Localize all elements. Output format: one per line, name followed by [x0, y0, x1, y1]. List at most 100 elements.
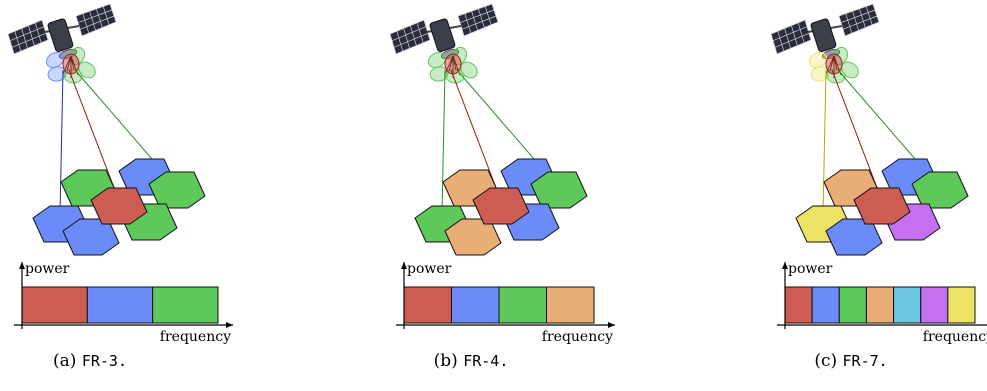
- spectrum-plot: power frequency: [777, 261, 987, 345]
- panel-grid-line: [11, 33, 47, 48]
- beam-line: [441, 69, 446, 215]
- beam-ray: [448, 55, 454, 72]
- panel-grid-line: [459, 9, 495, 23]
- panel-grid-line: [416, 22, 424, 43]
- hex-cell-grid: [32, 158, 206, 256]
- power-axis-arrow: [19, 262, 25, 269]
- caption-prefix: (a): [53, 351, 77, 371]
- beam-lobe: [841, 61, 859, 79]
- caption-code: FR-3.: [81, 352, 127, 370]
- beam-lobe: [427, 51, 447, 69]
- panel-grid-line: [410, 25, 417, 46]
- panel-grid-line: [852, 11, 859, 31]
- panel-grid-line: [478, 8, 485, 28]
- frequency-band: [784, 286, 813, 324]
- caption-prefix: (c): [814, 351, 838, 371]
- frequency-band: [893, 286, 922, 324]
- frequency-axis-label: frequency: [542, 329, 613, 345]
- solar-panel-left: [7, 19, 49, 55]
- hex-cell-center: [853, 187, 911, 225]
- frequency-axis-arrow: [226, 322, 233, 328]
- beam-ray: [66, 55, 72, 72]
- panel-grid-line: [9, 26, 45, 41]
- panel-grid-line: [391, 26, 427, 41]
- frequency-band: [865, 286, 895, 324]
- solar-panel-left: [770, 19, 812, 55]
- panel-grid-line: [89, 11, 96, 31]
- panel-grid-line: [461, 15, 497, 30]
- frequency-band: [811, 286, 840, 324]
- frequency-band: [498, 286, 547, 324]
- caption-code: FR-7.: [842, 352, 888, 370]
- panel-grid-line: [777, 31, 785, 52]
- hex-cell-bottom-left: [444, 218, 502, 256]
- power-axis-arrow: [401, 262, 407, 269]
- panel-grid-line: [21, 28, 28, 49]
- fr4-panel: power frequency: [382, 0, 711, 391]
- frequency-band: [152, 286, 219, 324]
- beam-ray: [833, 55, 838, 71]
- beam-lobe: [460, 61, 478, 79]
- beam-lobe: [47, 66, 67, 82]
- satellite-body: [47, 18, 74, 53]
- beam-ray: [70, 55, 75, 71]
- hex-cell-bottom-left: [62, 218, 120, 256]
- satellite-icon: [389, 3, 499, 60]
- caption-fr7: (c) FR-7.: [751, 351, 951, 371]
- beam-line: [59, 69, 64, 215]
- caption-fr4: (b) FR-4.: [371, 351, 571, 371]
- beam-ray: [62, 55, 72, 75]
- panel-grid-line: [791, 25, 798, 46]
- panel-grid-line: [396, 31, 404, 52]
- panel-grid-line: [797, 22, 805, 43]
- panel-grid-line: [845, 13, 853, 34]
- beam-ray: [444, 55, 454, 75]
- fr7-panel: power frequency: [763, 0, 987, 391]
- power-axis-arrow: [782, 262, 788, 269]
- beam-lobe: [45, 51, 65, 69]
- power-axis-label: power: [407, 261, 452, 277]
- hex-cell-grid: [414, 158, 588, 256]
- panel-grid-line: [471, 11, 478, 31]
- spectrum-plot: power frequency: [396, 261, 615, 345]
- frequency-band: [546, 286, 595, 324]
- solar-panel-left: [389, 19, 431, 55]
- beam-lobe: [810, 66, 830, 82]
- panel-grid-line: [14, 31, 22, 52]
- caption-code: FR-4.: [463, 352, 509, 370]
- solar-panel-right: [457, 3, 499, 37]
- panel-grid-line: [484, 6, 492, 25]
- beam-lobes: [427, 46, 478, 84]
- frequency-band: [947, 286, 976, 324]
- panel-grid-line: [28, 25, 35, 46]
- frequency-band: [403, 286, 452, 324]
- panel-grid-line: [784, 28, 791, 49]
- beam-line: [822, 69, 827, 215]
- frequency-band: [451, 286, 500, 324]
- frequency-axis-label: frequency: [923, 329, 987, 345]
- panel-grid-line: [102, 6, 110, 25]
- panel-grid-line: [840, 9, 876, 23]
- solar-panel-right: [75, 3, 117, 37]
- panel-grid-line: [859, 8, 866, 28]
- caption-prefix: (b): [433, 351, 458, 371]
- frequency-band: [920, 286, 949, 324]
- panel-grid-line: [96, 8, 103, 28]
- hex-cell-bottom-left: [825, 218, 883, 256]
- panel-grid-line: [774, 33, 810, 48]
- panel-grid-line: [79, 15, 115, 30]
- beam-lobe: [429, 66, 449, 82]
- panel-grid-line: [34, 22, 42, 43]
- frequency-band: [86, 286, 154, 324]
- satellite-icon: [7, 3, 117, 60]
- power-axis-label: power: [788, 261, 833, 277]
- caption-fr3: (a) FR-3.: [0, 351, 190, 371]
- hex-cell-center: [472, 187, 530, 225]
- frequency-band: [838, 286, 867, 324]
- satellite-body: [810, 18, 837, 53]
- panel-grid-line: [772, 26, 808, 41]
- panel-grid-line: [464, 13, 472, 34]
- panel-grid-line: [393, 33, 429, 48]
- frequency-axis-label: frequency: [160, 329, 231, 345]
